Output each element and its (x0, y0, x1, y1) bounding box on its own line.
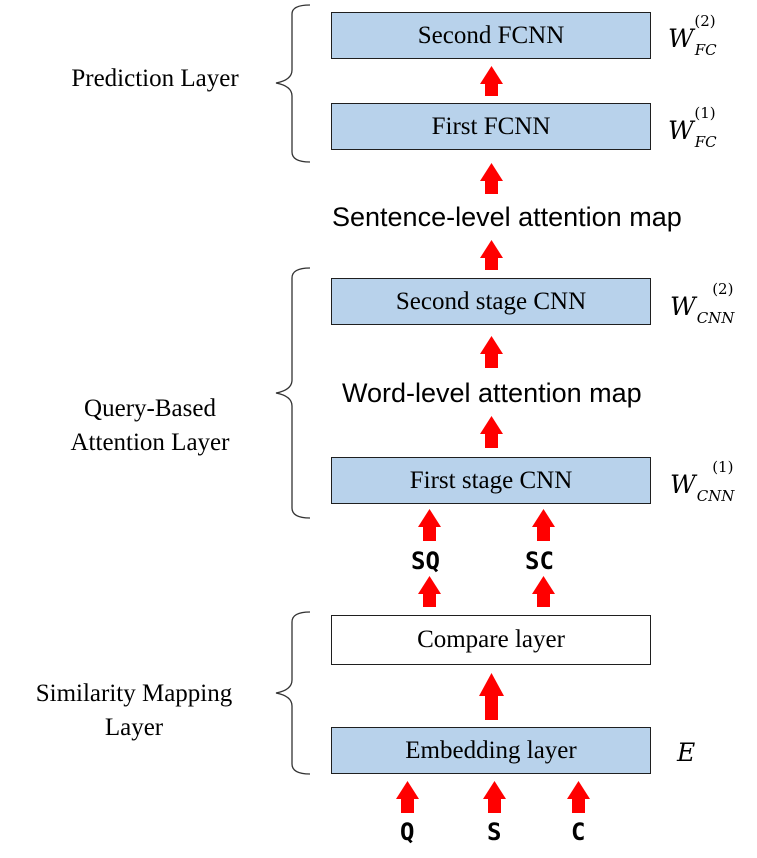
arrow-q-to-embedding (396, 781, 419, 813)
second-stage-cnn-label: Second stage CNN (395, 287, 587, 315)
arrow-fcnn1-to-fcnn2 (480, 66, 503, 96)
arrow-map-to-cnn2 (480, 336, 503, 368)
arrow-embedding-to-compare (479, 673, 504, 720)
arrow-compare-to-sq (418, 576, 441, 607)
attention-layer-label-line2: Attention Layer (70, 429, 230, 456)
attention-layer-label-line1: Query-Based (84, 395, 216, 422)
weight-subscript: FC (694, 133, 717, 151)
first-stage-cnn-weight: WCNN (1) (670, 460, 734, 504)
attention-layer-brace (275, 267, 311, 519)
weight-subscript: CNN (696, 487, 735, 505)
arrow-compare-to-sc (532, 576, 555, 607)
weight-base: W (668, 24, 694, 53)
weight-base: W (670, 470, 696, 499)
arrow-sq-to-cnn1 (418, 509, 441, 541)
weight-superscript: (2) (694, 12, 716, 30)
similarity-layer-label: Similarity Mapping Layer (14, 677, 254, 745)
second-fcnn-label: Second FCNN (417, 21, 565, 49)
arrow-map-to-fcnn1 (480, 163, 503, 194)
flow-arrows (396, 66, 590, 813)
similarity-layer-label-line2: Layer (104, 714, 164, 741)
first-stage-cnn-box: First stage CNN (331, 457, 651, 504)
arrow-cnn2-to-map (480, 240, 503, 270)
second-fcnn-box: Second FCNN (331, 12, 651, 59)
similarity-layer-brace (275, 611, 311, 775)
weight-subscript: CNN (696, 309, 735, 327)
weight-base: W (670, 292, 696, 321)
first-fcnn-weight: WFC (1) (668, 106, 717, 150)
input-q-label: Q (400, 818, 415, 846)
embedding-layer-box: Embedding layer (331, 727, 651, 774)
compare-layer-box: Compare layer (331, 615, 651, 665)
similarity-layer-label-line1: Similarity Mapping (35, 680, 233, 707)
first-fcnn-label: First FCNN (431, 112, 551, 140)
embedding-weight: E (677, 738, 696, 767)
input-s-label: S (487, 818, 502, 846)
weight-base: W (668, 116, 694, 145)
second-stage-cnn-weight: WCNN (2) (670, 282, 734, 326)
second-fcnn-weight: WFC (2) (668, 14, 717, 58)
prediction-layer-label: Prediction Layer (71, 65, 239, 92)
weight-subscript: FC (694, 41, 717, 59)
second-stage-cnn-box: Second stage CNN (331, 278, 651, 325)
word-level-attention-map-label: Word-level attention map (342, 378, 642, 408)
compare-layer-label: Compare layer (417, 626, 565, 653)
arrow-sc-to-cnn1 (532, 509, 555, 541)
first-stage-cnn-label: First stage CNN (409, 466, 573, 494)
first-fcnn-box: First FCNN (331, 103, 651, 150)
arrow-cnn1-to-map (480, 416, 503, 448)
attention-layer-label: Query-Based Attention Layer (40, 392, 260, 460)
embedding-layer-label: Embedding layer (405, 736, 577, 764)
prediction-layer-brace (275, 4, 311, 163)
arrow-c-to-embedding (567, 781, 590, 813)
weight-superscript: (1) (712, 458, 734, 476)
weight-superscript: (2) (712, 280, 734, 298)
input-c-label: C (571, 818, 586, 846)
arrow-s-to-embedding (483, 781, 506, 813)
sc-label: SC (525, 547, 554, 575)
weight-superscript: (1) (694, 104, 716, 122)
sentence-level-attention-map-label: Sentence-level attention map (332, 202, 682, 232)
sq-label: SQ (411, 547, 440, 575)
